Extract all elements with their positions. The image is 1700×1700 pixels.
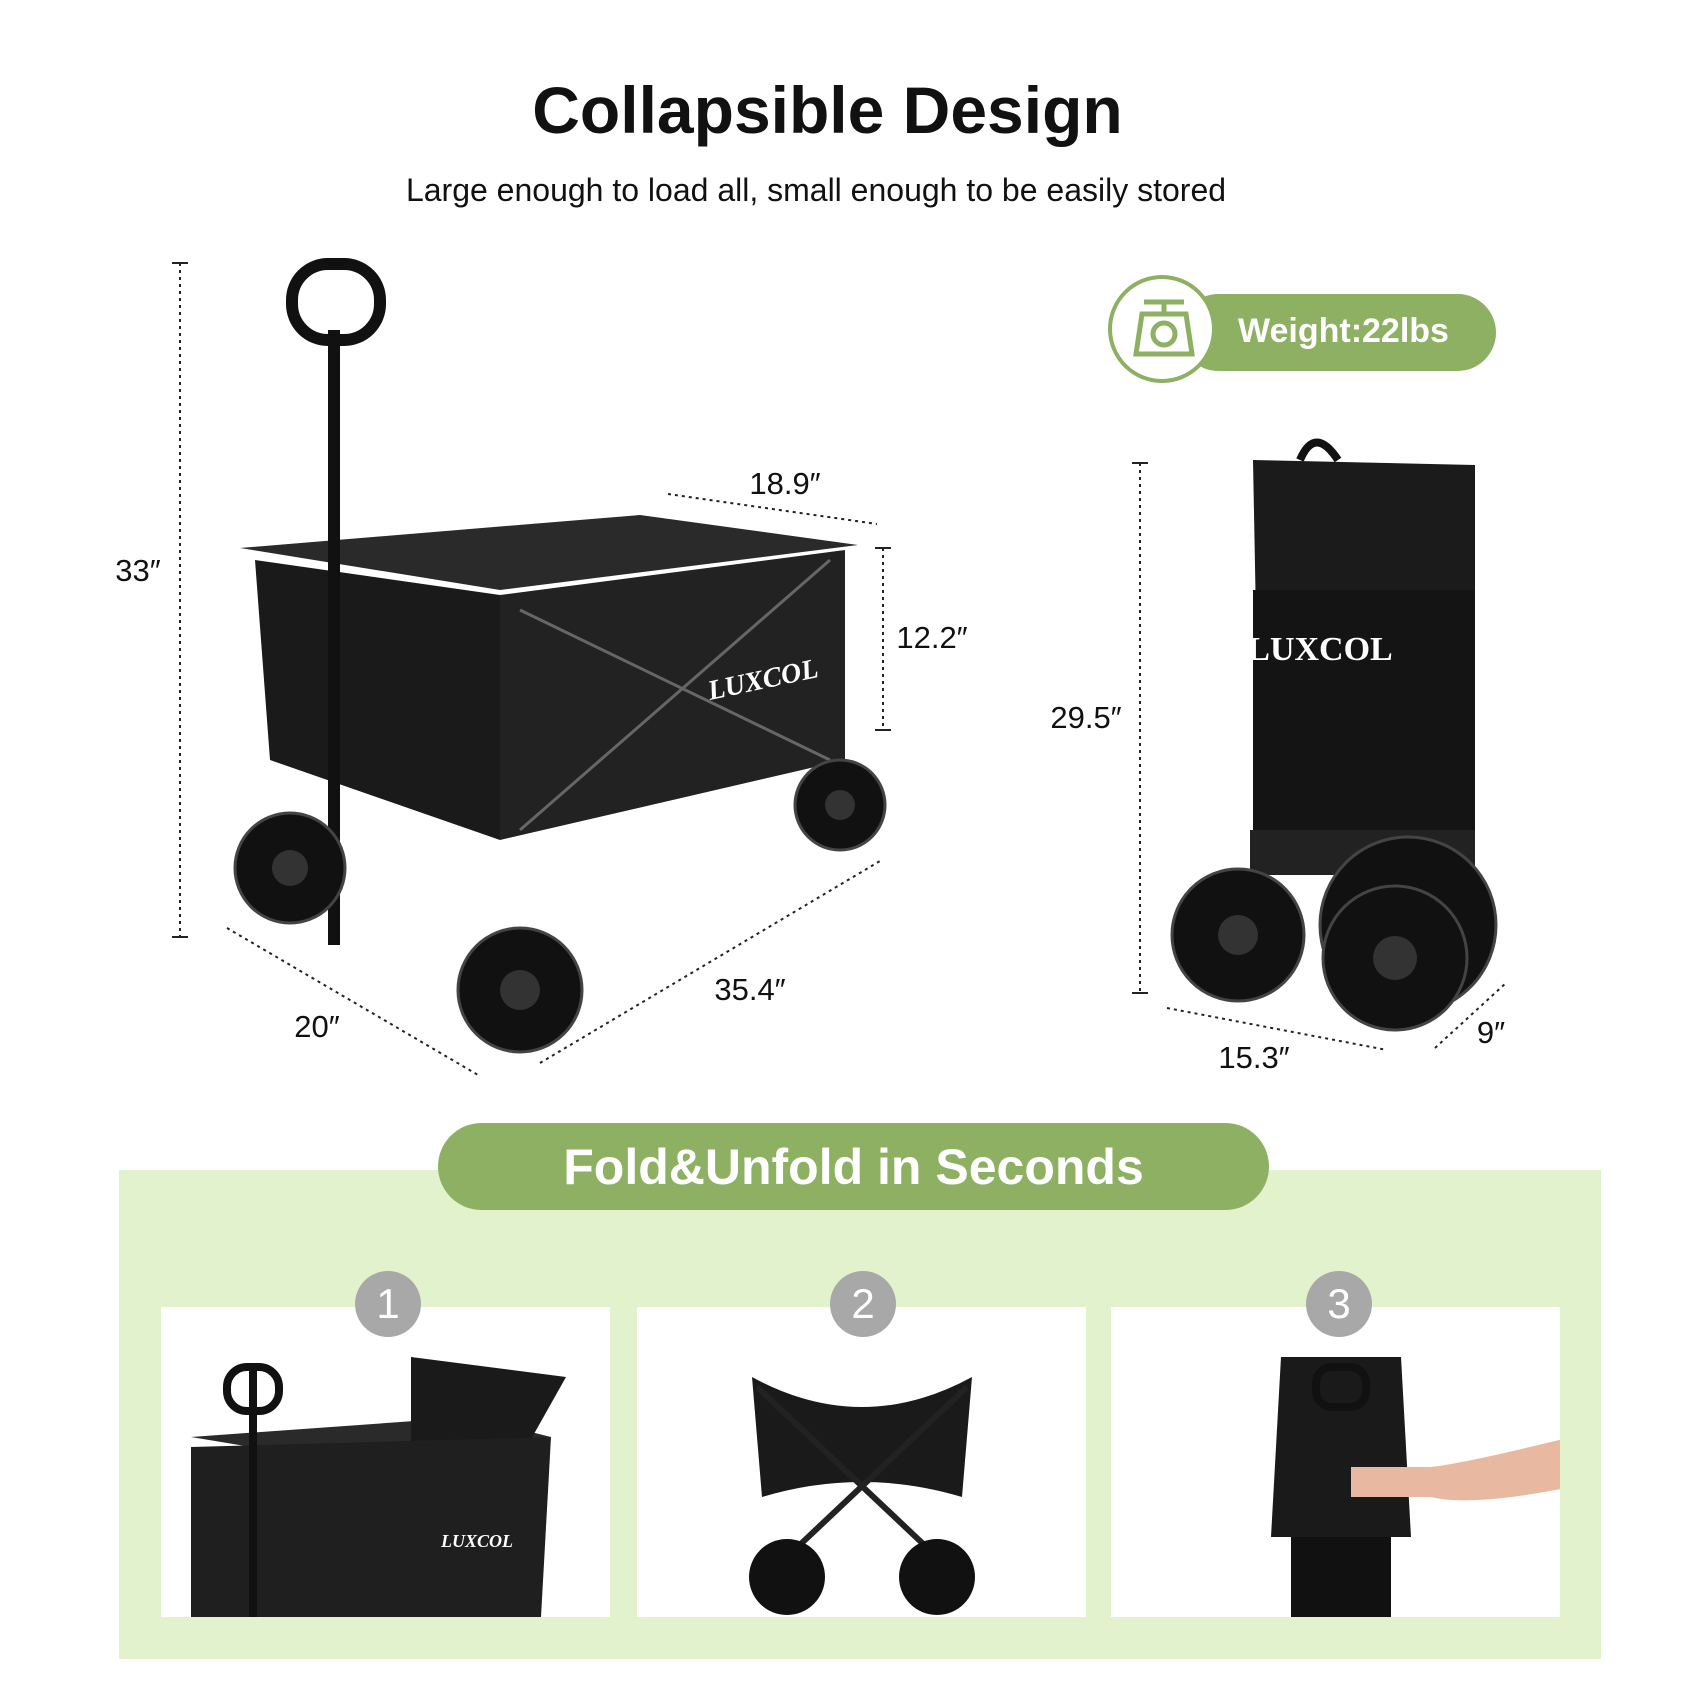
scale-icon <box>1108 275 1216 383</box>
step-number-3: 3 <box>1306 1271 1372 1337</box>
dimension-depth: 12.2″ <box>896 620 968 655</box>
dimension-folded-width: 15.3″ <box>1218 1040 1290 1075</box>
svg-text:LUXCOL: LUXCOL <box>1247 631 1392 668</box>
dimension-height-open: 33″ <box>115 553 161 588</box>
dimension-width-top: 18.9″ <box>749 466 821 501</box>
step-3-image <box>1111 1307 1560 1617</box>
dimension-length: 35.4″ <box>714 972 786 1007</box>
weight-label: Weight:22lbs <box>1238 312 1449 350</box>
open-wagon-image: LUXCOL <box>233 258 887 1054</box>
dimension-height-folded: 29.5″ <box>1050 700 1122 735</box>
weight-badge <box>1180 294 1496 371</box>
step-1-image: LUXCOL <box>161 1307 610 1617</box>
dimension-lines <box>179 263 1507 1076</box>
fold-section-title: Fold&Unfold in Seconds <box>438 1123 1269 1210</box>
svg-text:LUXCOL: LUXCOL <box>440 1531 513 1551</box>
page-title: Collapsible Design <box>532 73 1123 147</box>
dimension-width: 20″ <box>294 1009 340 1044</box>
step-number-1: 1 <box>355 1271 421 1337</box>
folded-wagon-image: LUXCOL <box>1170 438 1498 1032</box>
step-number-2: 2 <box>830 1271 896 1337</box>
page-subtitle: Large enough to load all, small enough t… <box>405 172 1227 208</box>
dimension-folded-depth: 9″ <box>1476 1015 1506 1050</box>
step-2-image <box>637 1307 1086 1617</box>
